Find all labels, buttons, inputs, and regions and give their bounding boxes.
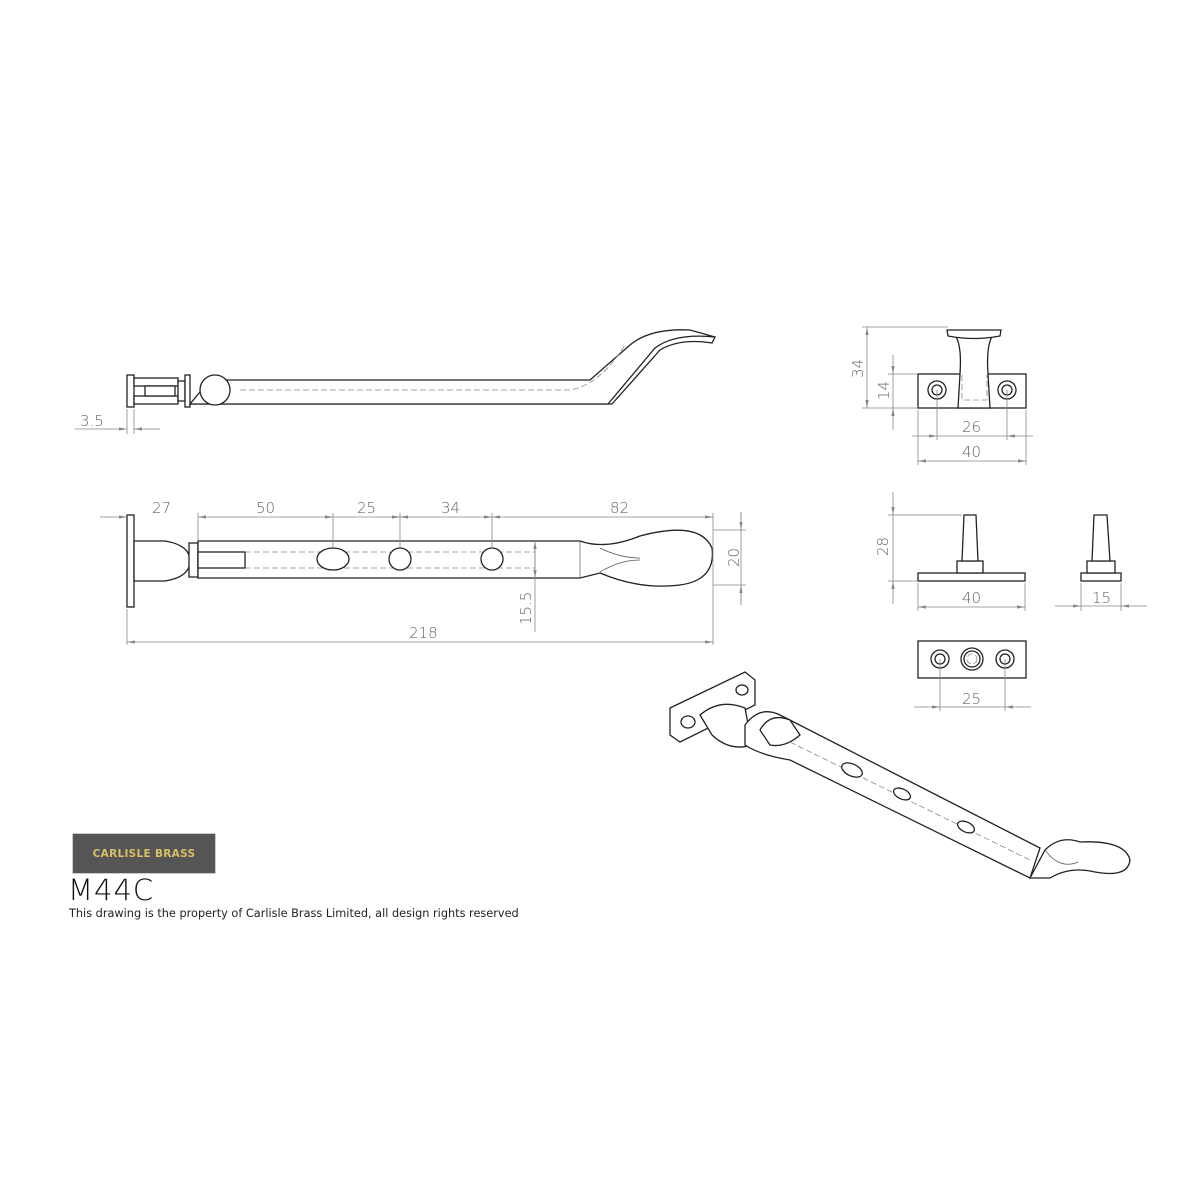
dim-label: 25 (962, 690, 981, 708)
bracket-front-view: 34 14 26 40 (849, 326, 1033, 465)
dim-label: 25 (357, 499, 376, 517)
top-view-dimensions: 27 50 25 34 82 218 20 15.5 (100, 499, 746, 645)
dim-label: 20 (725, 548, 743, 567)
dim-label: 15.5 (517, 592, 535, 625)
dim-label: 34 (849, 359, 867, 378)
dim-label: 27 (152, 499, 171, 517)
dim-label: 15 (1092, 589, 1111, 607)
dim-label: 40 (962, 589, 981, 607)
pin-end-view: 15 (1055, 514, 1147, 611)
dim-label: 26 (962, 418, 981, 436)
stay-top-view (126, 514, 714, 608)
dim-label: 218 (409, 624, 438, 642)
dim-label: 50 (256, 499, 275, 517)
pin-plate-view: 25 (914, 640, 1031, 711)
dim-label: 34 (441, 499, 460, 517)
brand-logo: CARLISLE BRASS (72, 833, 216, 874)
stay-side-view (126, 329, 716, 408)
dim-label: 14 (875, 381, 893, 400)
dim-plate-thickness: 3.5 (75, 409, 160, 434)
dim-label: 3.5 (80, 412, 104, 430)
dim-label: 28 (874, 537, 892, 556)
copyright-notice: This drawing is the property of Carlisle… (69, 907, 519, 920)
brand-logo-text: CARLISLE BRASS (92, 847, 196, 860)
pin-side-view: 28 40 (874, 492, 1026, 611)
dim-label: 40 (962, 443, 981, 461)
product-code: M44C (68, 873, 155, 907)
stay-isometric-view (669, 671, 1131, 879)
dim-label: 82 (610, 499, 629, 517)
